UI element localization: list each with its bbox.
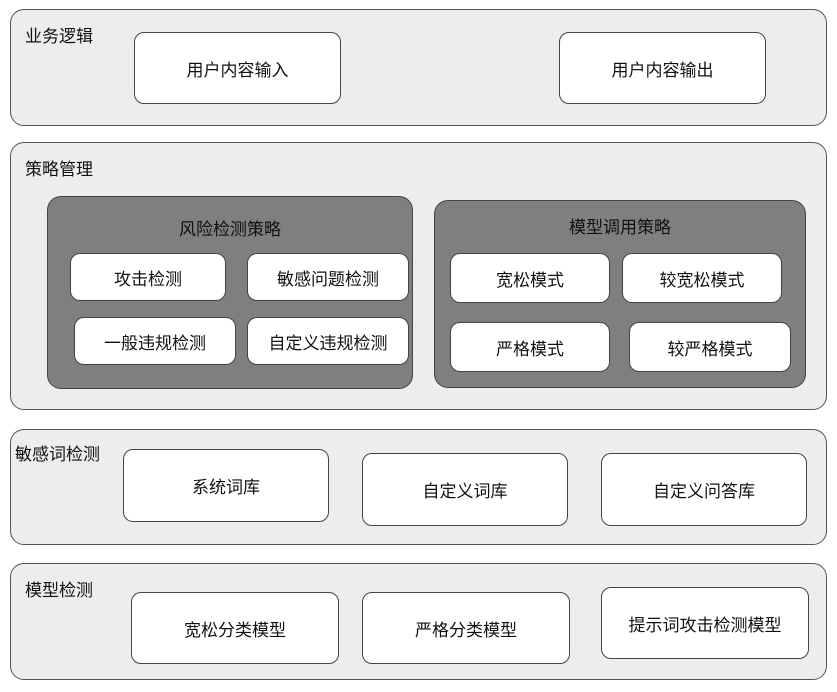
relatively-strict-mode-box: 较严格模式 — [629, 322, 791, 372]
section-title: 业务逻辑 — [25, 27, 93, 47]
custom-qa-library-box: 自定义问答库 — [601, 453, 807, 526]
section-title: 策略管理 — [25, 160, 93, 180]
risk-detection-strategy-group: 风险检测策略 攻击检测 敏感问题检测 一般违规检测 自定义违规检测 — [47, 196, 413, 389]
model-detection-section: 模型检测 宽松分类模型 严格分类模型 提示词攻击检测模型 — [10, 563, 827, 680]
custom-violation-detection-box: 自定义违规检测 — [247, 317, 409, 365]
relatively-loose-mode-box: 较宽松模式 — [622, 253, 782, 303]
loose-mode-box: 宽松模式 — [450, 253, 610, 303]
strict-classification-model-box: 严格分类模型 — [362, 592, 570, 664]
user-content-input-box: 用户内容输入 — [134, 32, 341, 104]
attack-detection-box: 攻击检测 — [70, 253, 226, 301]
section-title: 模型检测 — [25, 581, 93, 601]
strategy-management-section: 策略管理 风险检测策略 攻击检测 敏感问题检测 一般违规检测 自定义违规检测 模… — [10, 142, 827, 410]
general-violation-detection-box: 一般违规检测 — [74, 317, 236, 365]
model-call-strategy-group: 模型调用策略 宽松模式 较宽松模式 严格模式 较严格模式 — [434, 200, 806, 388]
user-content-output-box: 用户内容输出 — [559, 32, 766, 104]
business-logic-section: 业务逻辑 用户内容输入 用户内容输出 — [10, 9, 827, 126]
custom-lexicon-box: 自定义词库 — [362, 453, 568, 526]
sensitive-question-detection-box: 敏感问题检测 — [247, 253, 409, 301]
prompt-attack-detection-model-box: 提示词攻击检测模型 — [601, 587, 809, 659]
group-title: 风险检测策略 — [179, 220, 281, 240]
strict-mode-box: 严格模式 — [450, 322, 610, 372]
sensitive-word-detection-section: 敏感词检测 系统词库 自定义词库 自定义问答库 — [10, 429, 827, 545]
system-lexicon-box: 系统词库 — [123, 449, 329, 522]
section-title: 敏感词检测 — [15, 445, 100, 465]
loose-classification-model-box: 宽松分类模型 — [131, 592, 339, 664]
group-title: 模型调用策略 — [569, 218, 671, 238]
